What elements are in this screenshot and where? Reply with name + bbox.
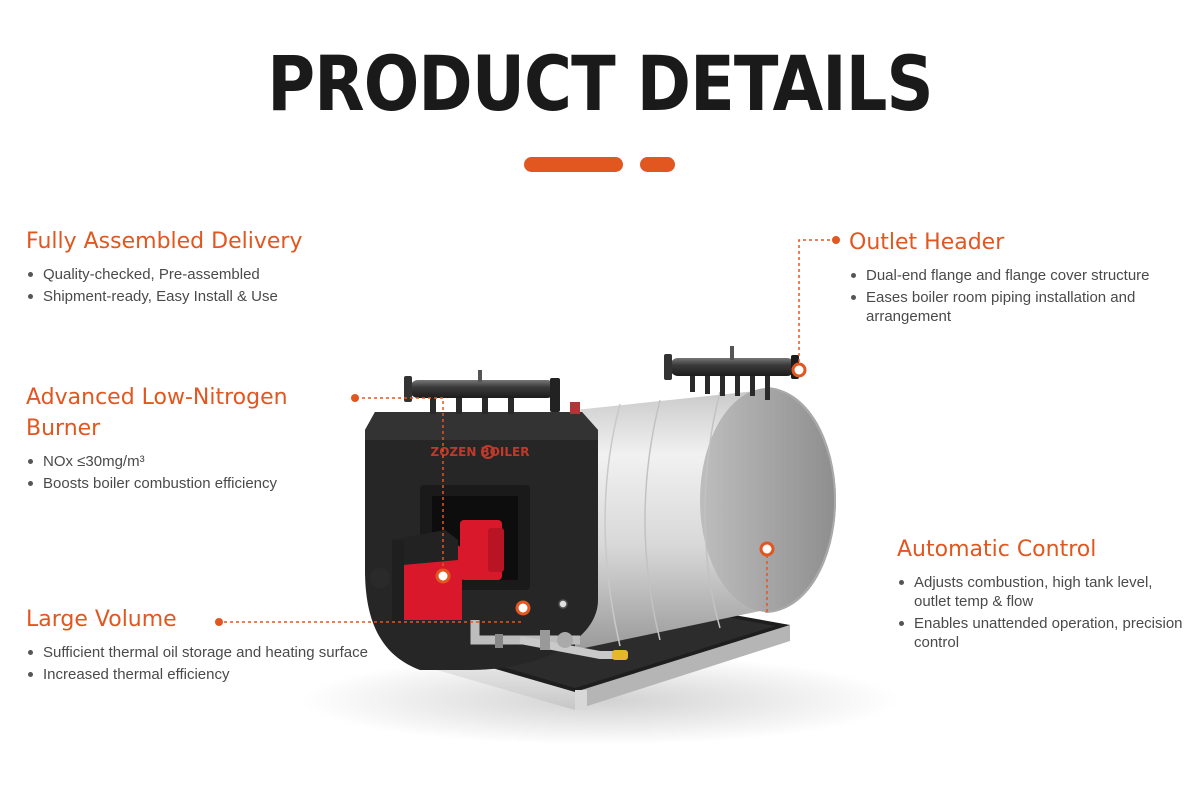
bullet-item: NOx ≤30mg/m³ (26, 452, 346, 471)
feature-low-nitrogen-burner: Advanced Low-Nitrogen Burner NOx ≤30mg/m… (26, 382, 346, 496)
outlet-header-pipe (664, 346, 799, 400)
bullet-item: Shipment-ready, Easy Install & Use (26, 287, 356, 306)
feature-automatic-control: Automatic Control Adjusts combustion, hi… (897, 534, 1187, 655)
bullet-item: Increased thermal efficiency (26, 665, 426, 684)
front-piping (470, 599, 628, 660)
page-title: PRODUCT DETAILS (267, 39, 933, 128)
bullet-item: Adjusts combustion, high tank level, out… (897, 573, 1187, 611)
feature-title: Advanced Low-Nitrogen Burner (26, 385, 288, 441)
bullet-item: Dual-end flange and flange cover structu… (849, 266, 1179, 285)
feature-large-volume: Large Volume Sufficient thermal oil stor… (26, 604, 426, 687)
feature-bullets: Dual-end flange and flange cover structu… (849, 266, 1179, 326)
feature-bullets: Quality-checked, Pre-assembled Shipment-… (26, 265, 356, 306)
feature-title: Large Volume (26, 607, 177, 632)
feature-bullets: Adjusts combustion, high tank level, out… (897, 573, 1187, 652)
feature-title: Outlet Header (849, 230, 1005, 255)
bullet-item: Quality-checked, Pre-assembled (26, 265, 356, 284)
accent-bar-long (524, 157, 623, 172)
bullet-item: Eases boiler room piping installation an… (849, 288, 1179, 326)
boiler-tank (575, 387, 836, 650)
accent-bar-short (640, 157, 675, 172)
bullet-item: Boosts boiler combustion efficiency (26, 474, 346, 493)
feature-bullets: NOx ≤30mg/m³ Boosts boiler combustion ef… (26, 452, 346, 493)
feature-title: Automatic Control (897, 537, 1097, 562)
feature-fully-assembled: Fully Assembled Delivery Quality-checked… (26, 226, 356, 309)
inlet-header (404, 370, 580, 414)
brand-label: ZOZEN BOILER (431, 445, 530, 459)
bullet-item: Enables unattended operation, precision … (897, 614, 1187, 652)
feature-title: Fully Assembled Delivery (26, 229, 303, 254)
feature-outlet-header: Outlet Header Dual-end flange and flange… (849, 227, 1179, 329)
bullet-item: Sufficient thermal oil storage and heati… (26, 643, 426, 662)
feature-bullets: Sufficient thermal oil storage and heati… (26, 643, 426, 684)
